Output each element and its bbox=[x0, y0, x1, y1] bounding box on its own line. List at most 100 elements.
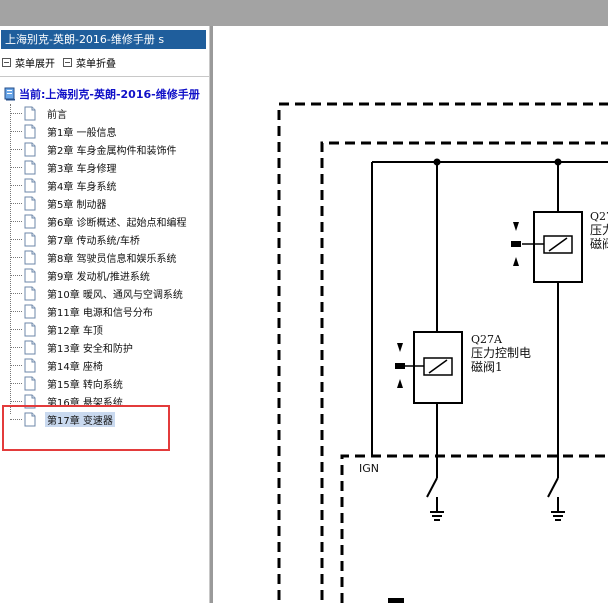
tree-connector bbox=[10, 274, 22, 276]
tree-item-label: 第12章 车顶 bbox=[47, 325, 103, 337]
tree-item-label: 第1章 一般信息 bbox=[47, 127, 117, 139]
tree-item-label: 第8章 驾驶员信息和娱乐系统 bbox=[47, 253, 177, 265]
q27-name-line1: 压力 bbox=[590, 223, 608, 237]
document-icon bbox=[23, 358, 37, 373]
tree-item[interactable]: 第13章 安全和防护 bbox=[10, 338, 135, 356]
manual-title: 上海别克-英朗-2016-维修手册 s bbox=[1, 30, 206, 49]
tree-connector bbox=[10, 256, 22, 258]
document-icon bbox=[23, 142, 37, 157]
document-icon bbox=[23, 376, 37, 391]
collapse-icon bbox=[63, 57, 72, 67]
tree-item-label: 第10章 暖风、通风与空调系统 bbox=[47, 289, 183, 301]
document-icon bbox=[23, 196, 37, 211]
document-icon bbox=[23, 412, 37, 427]
document-icon bbox=[23, 340, 37, 355]
tree-connector bbox=[10, 184, 22, 186]
document-icon bbox=[23, 268, 37, 283]
tree-item[interactable]: 前言 bbox=[10, 104, 69, 122]
tree-connector bbox=[10, 364, 22, 366]
tree-item[interactable]: 第14章 座椅 bbox=[10, 356, 105, 374]
tree-connector bbox=[10, 310, 22, 312]
outer-dashed-boundary bbox=[277, 102, 608, 600]
tree-connector bbox=[10, 112, 22, 114]
window-title-bar bbox=[0, 0, 608, 26]
document-icon bbox=[23, 160, 37, 175]
tree-item-label: 第13章 安全和防护 bbox=[47, 343, 133, 355]
tree-item-label: 第17章 变速器 bbox=[45, 411, 115, 427]
document-icon bbox=[23, 106, 37, 121]
navigation-pane: 上海别克-英朗-2016-维修手册 s 菜单展开 菜单折叠 当前:上海别克-英朗… bbox=[0, 26, 210, 603]
solenoid-q27 bbox=[533, 211, 583, 283]
q27a-name-line2: 磁阀1 bbox=[471, 359, 503, 374]
toolbar-divider bbox=[0, 76, 209, 77]
q27a-name-line1: 压力控制电 bbox=[471, 346, 531, 360]
document-icon bbox=[23, 178, 37, 193]
tree-item[interactable]: 第10章 暖风、通风与空调系统 bbox=[10, 284, 185, 302]
tree-guide-line bbox=[10, 104, 11, 414]
tree-item-label: 第14章 座椅 bbox=[47, 361, 103, 373]
tree-item[interactable]: 第5章 制动器 bbox=[10, 194, 109, 212]
document-icon bbox=[23, 250, 37, 265]
tree-root-label: 当前:上海别克-英朗-2016-维修手册 bbox=[19, 88, 200, 101]
collapse-menu-label: 菜单折叠 bbox=[76, 58, 116, 70]
tree-item[interactable]: 第11章 电源和信号分布 bbox=[10, 302, 155, 320]
ground-dashed-boundary bbox=[340, 454, 608, 603]
tree-connector bbox=[10, 166, 22, 168]
selection-highlight-box bbox=[2, 405, 170, 451]
tree-connector bbox=[10, 220, 22, 222]
collapse-menu-button[interactable]: 菜单折叠 bbox=[63, 55, 116, 70]
wiring-diagram-view: Q27A 压力控制电 磁阀1 Q27 压力 磁阀 IGN bbox=[213, 26, 608, 603]
tree-connector bbox=[10, 418, 22, 420]
document-icon bbox=[23, 286, 37, 301]
wiring-diagram: Q27A 压力控制电 磁阀1 Q27 压力 磁阀 IGN bbox=[277, 102, 608, 603]
tree-item-label: 第16章 悬架系统 bbox=[47, 397, 123, 409]
document-icon bbox=[23, 232, 37, 247]
tree-connector bbox=[10, 238, 22, 240]
tree-connector bbox=[10, 202, 22, 204]
tree-toolbar: 菜单展开 菜单折叠 bbox=[2, 54, 124, 70]
expand-icon bbox=[2, 57, 11, 67]
tree-item-label: 第2章 车身金属构件和装饰件 bbox=[47, 145, 177, 157]
solenoid-q27a bbox=[413, 331, 463, 404]
expand-menu-label: 菜单展开 bbox=[15, 58, 55, 70]
tree-item[interactable]: 第2章 车身金属构件和装饰件 bbox=[10, 140, 179, 158]
tree-connector bbox=[10, 130, 22, 132]
tree-item[interactable]: 第1章 一般信息 bbox=[10, 122, 119, 140]
tree-item[interactable]: 第7章 传动系统/车桥 bbox=[10, 230, 142, 248]
tree-connector bbox=[10, 400, 22, 402]
tree-item[interactable]: 第3章 车身修理 bbox=[10, 158, 119, 176]
tree-connector bbox=[10, 148, 22, 150]
tree-item-label: 第11章 电源和信号分布 bbox=[47, 307, 153, 319]
tree-item-label: 第5章 制动器 bbox=[47, 199, 107, 211]
tree-connector bbox=[10, 292, 22, 294]
tree-item[interactable]: 第15章 转向系统 bbox=[10, 374, 125, 392]
tree-item[interactable]: 第6章 诊断概述、起始点和编程 bbox=[10, 212, 189, 230]
tree-connector bbox=[10, 328, 22, 330]
document-icon bbox=[23, 124, 37, 139]
tree-item-label: 第3章 车身修理 bbox=[47, 163, 117, 175]
tree-item-label: 第6章 诊断概述、起始点和编程 bbox=[47, 217, 187, 229]
document-icon bbox=[23, 304, 37, 319]
tree-item-label: 第4章 车身系统 bbox=[47, 181, 117, 193]
tree-item-label: 第7章 传动系统/车桥 bbox=[47, 235, 140, 247]
tree-item-label: 第15章 转向系统 bbox=[47, 379, 123, 391]
ign-label: IGN bbox=[359, 462, 379, 475]
tree-item-label: 第9章 发动机/推进系统 bbox=[47, 271, 150, 283]
q27-id: Q27 bbox=[590, 210, 608, 223]
q27a-id: Q27A bbox=[471, 333, 503, 346]
tree-connector bbox=[10, 382, 22, 384]
inner-dashed-boundary bbox=[320, 141, 608, 600]
tree-item-label: 前言 bbox=[47, 109, 67, 121]
document-icon bbox=[23, 214, 37, 229]
tree-item[interactable]: 第4章 车身系统 bbox=[10, 176, 119, 194]
tree-item[interactable]: 第8章 驾驶员信息和娱乐系统 bbox=[10, 248, 179, 266]
expand-menu-button[interactable]: 菜单展开 bbox=[2, 55, 55, 70]
tree-root[interactable]: 当前:上海别克-英朗-2016-维修手册 bbox=[4, 86, 200, 102]
tree-item[interactable]: 第12章 车顶 bbox=[10, 320, 105, 338]
pane-splitter[interactable] bbox=[210, 26, 213, 603]
tree-connector bbox=[10, 346, 22, 348]
tree-item[interactable]: 第9章 发动机/推进系统 bbox=[10, 266, 152, 284]
book-icon bbox=[4, 87, 16, 101]
q27-name-line2: 磁阀 bbox=[590, 236, 608, 251]
tree-item[interactable]: 第17章 变速器 bbox=[10, 410, 115, 428]
